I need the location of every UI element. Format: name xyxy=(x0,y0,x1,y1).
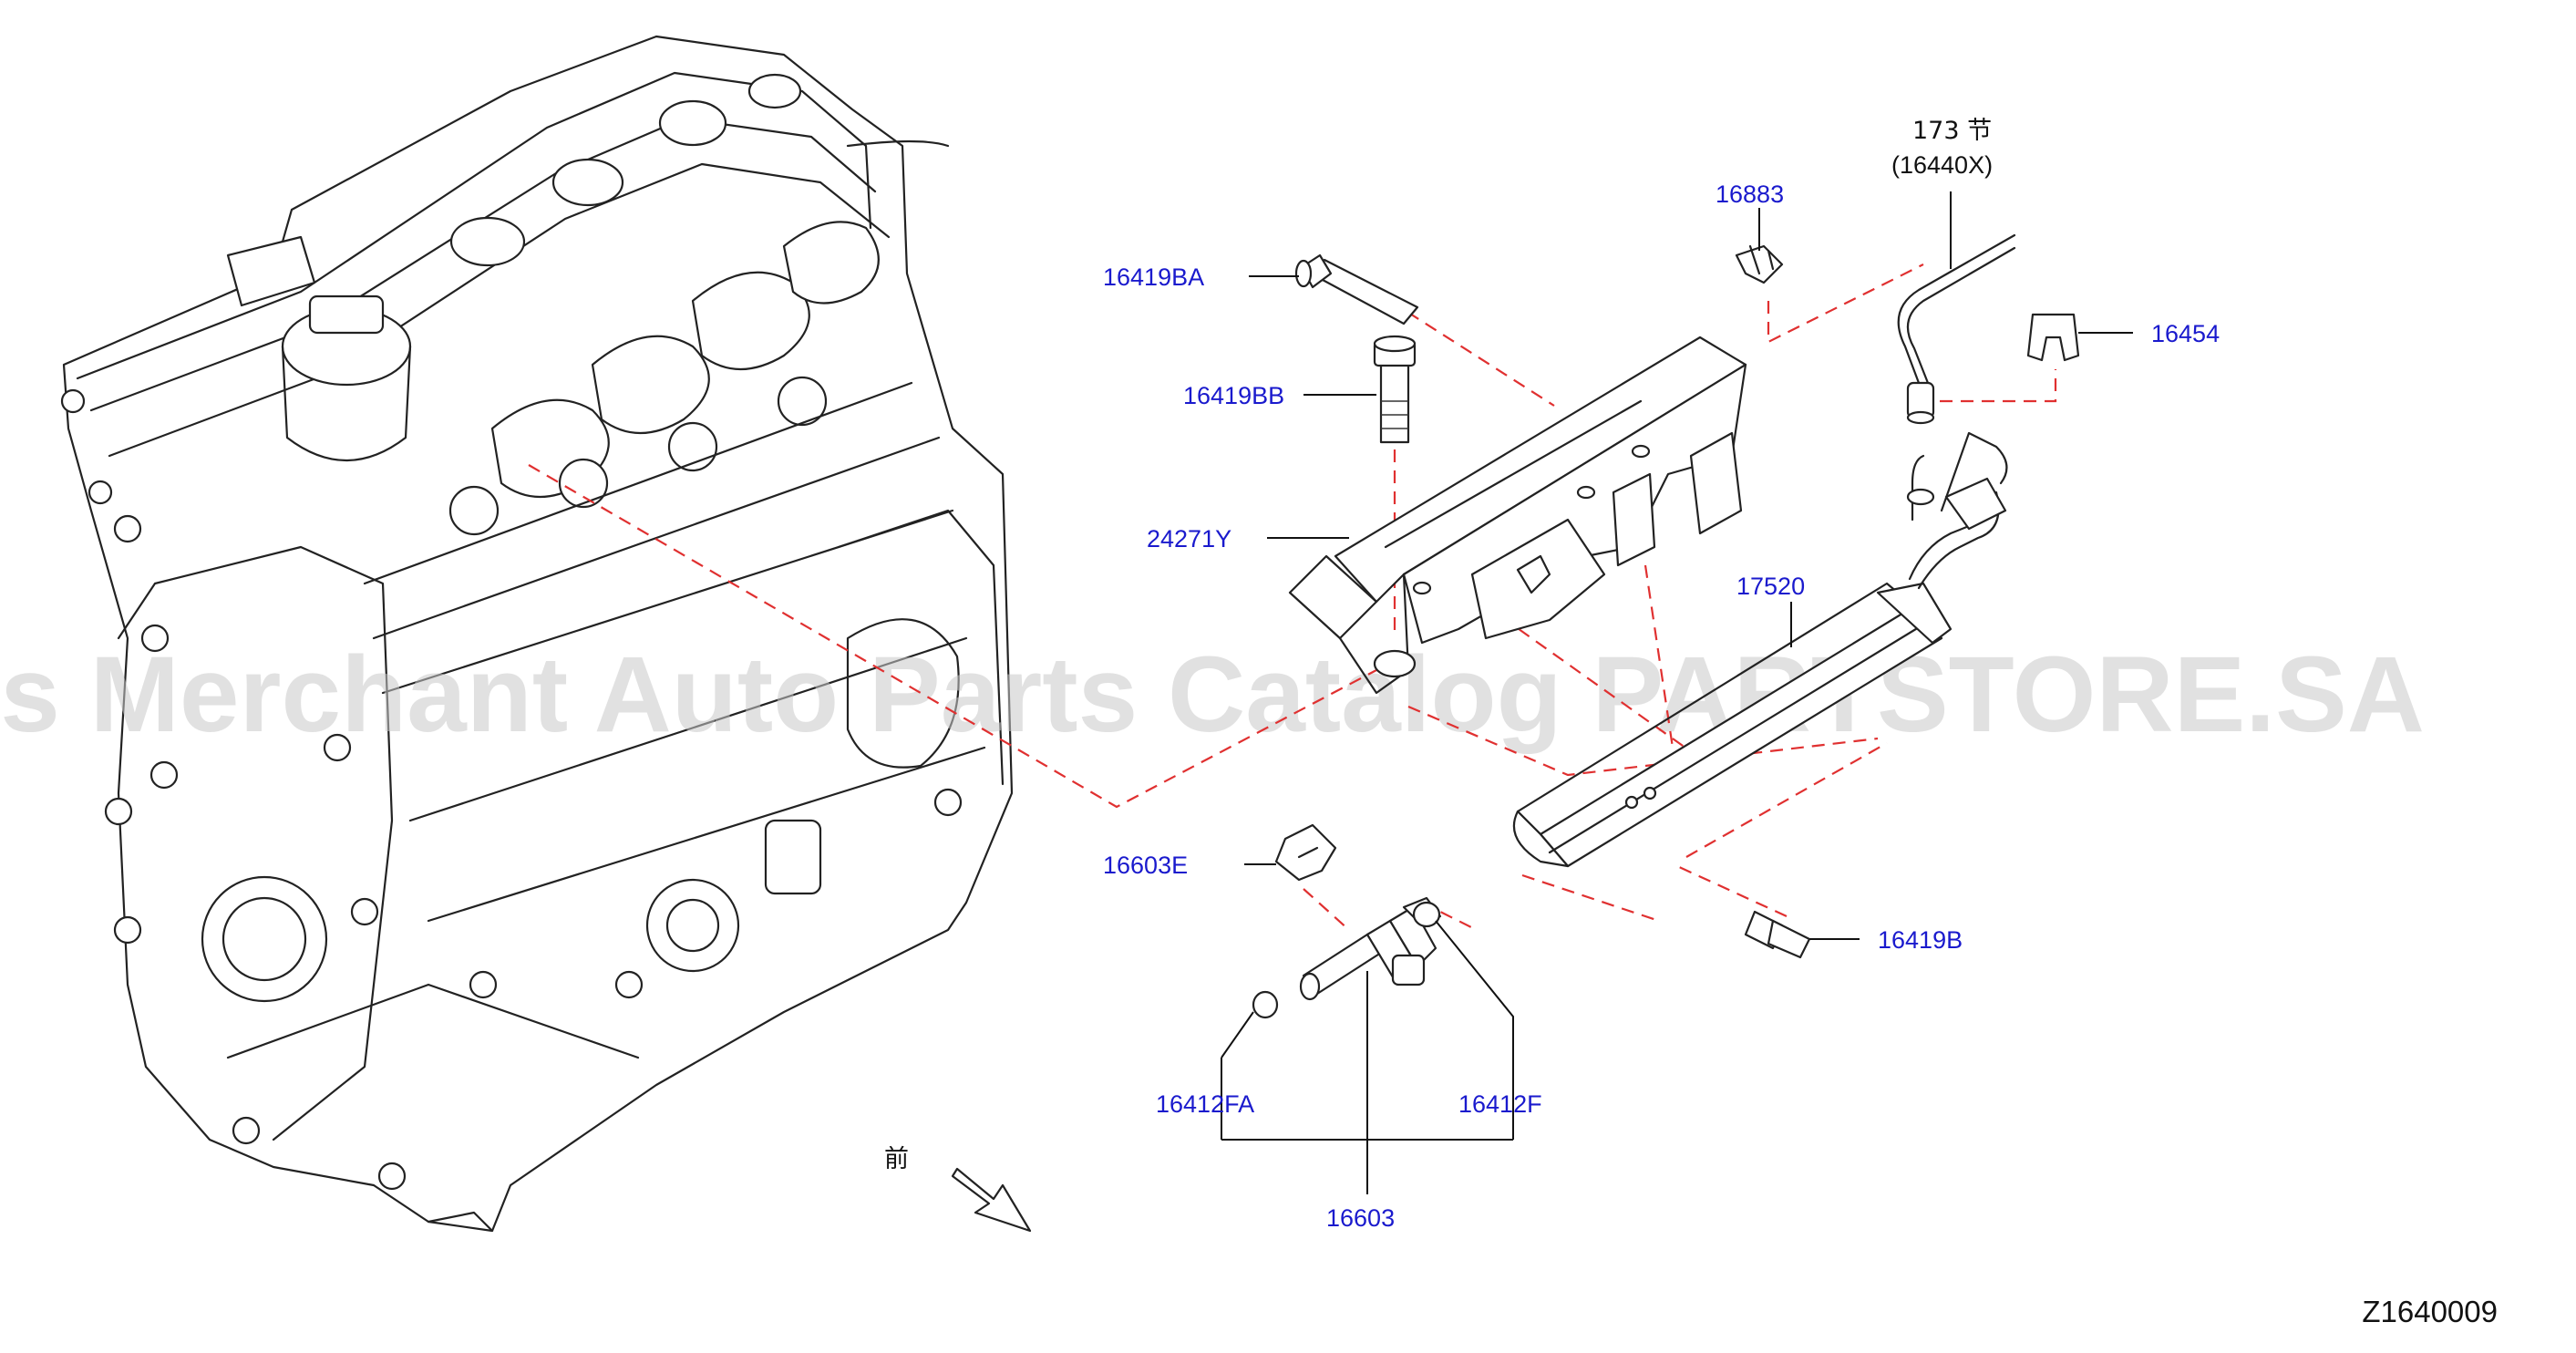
bolt-16419BA xyxy=(1294,253,1419,325)
label-17520[interactable]: 17520 xyxy=(1736,573,1805,600)
diagram-code: Z1640009 xyxy=(2362,1295,2498,1328)
label-16883[interactable]: 16883 xyxy=(1716,181,1784,208)
fuel-tube-16440X xyxy=(1897,233,2016,425)
front-arrow-icon xyxy=(951,1167,1032,1233)
o-ring-16412F xyxy=(1412,901,1441,928)
fuel-rail-protector-24271Y xyxy=(1288,336,1747,695)
front-direction-marker: 前 xyxy=(884,1145,1032,1233)
o-ring-16412FA xyxy=(1252,990,1279,1019)
label-16412F[interactable]: 16412F xyxy=(1458,1090,1542,1118)
clamp-16454 xyxy=(2026,313,2080,362)
clip-16883 xyxy=(1735,244,1784,284)
injector-16603 xyxy=(1299,896,1442,1001)
engine-illustration xyxy=(60,35,1014,1233)
watermark-text: Offers Merchant Auto Parts Catalog PARTS… xyxy=(0,635,2425,755)
bolt-16419BB xyxy=(1373,335,1417,444)
label-16419B[interactable]: 16419B xyxy=(1878,926,1963,954)
washer-below-bolt xyxy=(1373,649,1417,678)
label-16603E[interactable]: 16603E xyxy=(1103,852,1188,879)
label-16412FA[interactable]: 16412FA xyxy=(1156,1090,1254,1118)
label-16603[interactable]: 16603 xyxy=(1326,1204,1395,1232)
clip-16603E xyxy=(1274,823,1337,882)
leader-lines xyxy=(1221,191,2133,1194)
bolt-16419B xyxy=(1744,910,1811,959)
section-ref-line2[interactable]: (16440X) xyxy=(1891,151,1993,179)
front-marker-text: 前 xyxy=(884,1145,909,1173)
section-ref-line1[interactable]: 173 节 xyxy=(1912,117,1992,145)
fuel-rail-17520 xyxy=(1512,431,2008,868)
label-16419BB[interactable]: 16419BB xyxy=(1183,382,1284,409)
label-16419BA[interactable]: 16419BA xyxy=(1103,263,1204,291)
label-24271Y[interactable]: 24271Y xyxy=(1147,525,1231,553)
label-16454[interactable]: 16454 xyxy=(2151,320,2220,347)
